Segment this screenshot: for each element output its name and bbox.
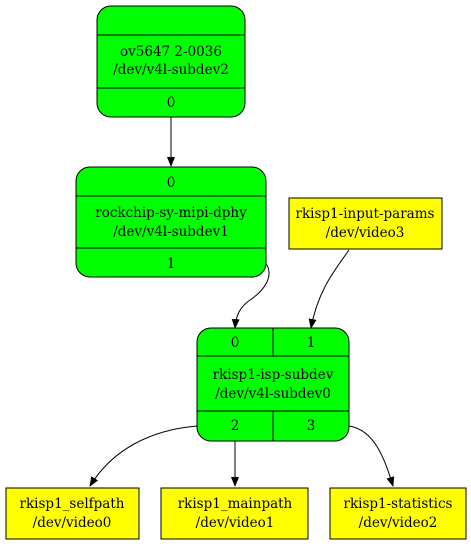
node-statistics-line1: rkisp1-statistics: [344, 496, 453, 512]
node-isp-pad-out-2: 2: [231, 418, 240, 434]
node-mipi-dphy-pad-in: 0: [167, 175, 176, 191]
node-input-params: rkisp1-input-params /dev/video3: [288, 197, 443, 250]
node-mipi-dphy-line2: /dev/v4l-subdev1: [113, 224, 229, 240]
node-ov5647-pad-out: 0: [167, 95, 176, 111]
node-mipi-dphy-pad-out: 1: [167, 256, 176, 272]
node-mipi-dphy: 0 rockchip-sy-mipi-dphy /dev/v4l-subdev1…: [75, 166, 267, 278]
node-isp-pad-out-3: 3: [307, 418, 316, 434]
node-mainpath-line1: rkisp1_mainpath: [178, 496, 293, 512]
edge-mipi-dphy-to-isp-pad0: [231, 261, 270, 329]
node-statistics-line2: /dev/video2: [359, 515, 438, 531]
node-ov5647-line2: /dev/v4l-subdev2: [113, 62, 229, 78]
node-ov5647: ov5647 2-0036 /dev/v4l-subdev2 0: [96, 5, 246, 118]
node-isp-subdev: 0 1 rkisp1-isp-subdev /dev/v4l-subdev0 2…: [196, 327, 350, 442]
node-mainpath-line2: /dev/video1: [196, 515, 275, 531]
node-input-params-box: [288, 197, 443, 250]
edge-isp-pad3-to-statistics: [348, 425, 395, 487]
edges: [89, 117, 395, 487]
node-statistics: rkisp1-statistics /dev/video2: [329, 487, 467, 540]
node-input-params-line2: /dev/video3: [326, 225, 405, 241]
node-mainpath: rkisp1_mainpath /dev/video1: [160, 487, 309, 540]
node-input-params-line1: rkisp1-input-params: [296, 206, 435, 222]
node-mainpath-box: [160, 487, 309, 540]
node-isp-line2: /dev/v4l-subdev0: [215, 386, 331, 402]
node-selfpath: rkisp1_selfpath /dev/video0: [5, 487, 140, 540]
node-statistics-box: [329, 487, 467, 540]
edge-input-params-to-isp-pad1: [308, 249, 350, 329]
node-selfpath-line1: rkisp1_selfpath: [20, 496, 125, 512]
node-ov5647-box: [96, 5, 246, 118]
node-isp-line1: rkisp1-isp-subdev: [213, 367, 334, 383]
node-mipi-dphy-box: [75, 166, 267, 278]
node-selfpath-line2: /dev/video0: [33, 515, 112, 531]
node-isp-pad-in-0: 0: [231, 335, 240, 351]
node-mipi-dphy-line1: rockchip-sy-mipi-dphy: [95, 205, 247, 221]
node-selfpath-box: [5, 487, 140, 540]
edge-isp-pad2-to-selfpath: [89, 425, 198, 487]
node-ov5647-line1: ov5647 2-0036: [120, 44, 222, 60]
node-isp-pad-in-1: 1: [307, 335, 316, 351]
